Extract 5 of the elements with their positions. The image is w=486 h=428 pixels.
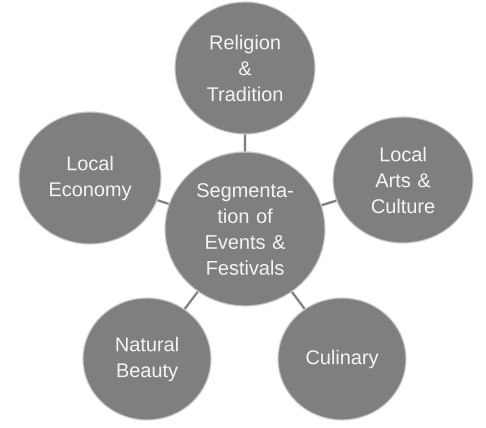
connector-line — [244, 134, 246, 152]
connector-line — [184, 291, 199, 310]
connector-line — [321, 200, 337, 206]
connector-line — [291, 291, 306, 310]
connector-line — [157, 199, 170, 206]
